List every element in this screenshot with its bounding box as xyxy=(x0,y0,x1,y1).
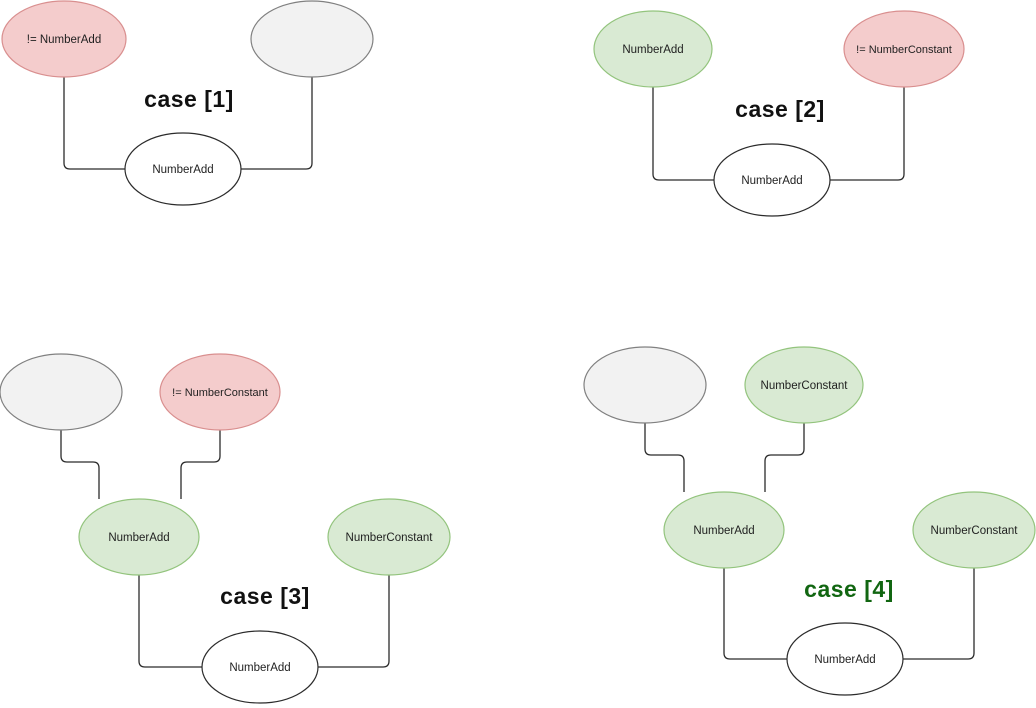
case-4-node-numberconstant-ok-outer-label: NumberConstant xyxy=(931,525,1019,537)
case-3-node-empty-gray-shape[interactable] xyxy=(0,353,123,431)
case-3-node-mismatch-numberconstant-label: != NumberConstant xyxy=(172,387,268,399)
case-4-edge-numberconstant-to-root xyxy=(903,568,975,660)
case-4-node-empty-gray-shape[interactable] xyxy=(583,346,707,424)
case-3-node-numberconstant-ok-shape[interactable] xyxy=(327,498,451,576)
case-2-node-root-numberadd-shape[interactable] xyxy=(713,143,831,217)
case-4-node-root-numberadd-shape[interactable] xyxy=(786,622,904,696)
case-1-node-root-numberadd[interactable]: NumberAdd xyxy=(124,132,242,206)
case-4-node-numberconstant-ok-inner[interactable]: NumberConstant xyxy=(744,346,864,424)
case-3-node-numberconstant-ok-label: NumberConstant xyxy=(346,532,434,544)
case-4-edge-numberadd-to-root xyxy=(723,568,787,660)
case-4-edge-numberconstant-to-numberadd xyxy=(764,423,805,492)
case-4-node-empty-gray[interactable] xyxy=(583,346,707,424)
case-2-title: case [2] xyxy=(735,96,825,122)
case-4-node-numberadd-ok-label: NumberAdd xyxy=(693,525,754,537)
case-4-node-root-numberadd[interactable]: NumberAdd xyxy=(786,622,904,696)
case-1-node-mismatch-numberadd-shape[interactable] xyxy=(1,0,127,78)
case-3-edge-numberconstant-to-root xyxy=(318,575,390,668)
case-3-node-mismatch-numberconstant[interactable]: != NumberConstant xyxy=(159,353,281,431)
case-3-edge-numberadd-to-root xyxy=(138,575,202,668)
case-4-node-numberconstant-ok-outer[interactable]: NumberConstant xyxy=(912,491,1036,569)
case-1-title: case [1] xyxy=(144,86,234,112)
case-2-node-numberadd-ok[interactable]: NumberAdd xyxy=(593,10,713,88)
case-2-edge-left-to-root xyxy=(652,87,714,181)
case-4-edge-gray-to-numberadd xyxy=(644,423,685,492)
case-1-node-empty-gray[interactable] xyxy=(250,0,374,78)
case-1-node-mismatch-numberadd[interactable]: != NumberAdd xyxy=(1,0,127,78)
case-3-node-root-numberadd-shape[interactable] xyxy=(201,630,319,704)
case-1-node-empty-gray-shape[interactable] xyxy=(250,0,374,78)
case-3-node-numberadd-ok[interactable]: NumberAdd xyxy=(78,498,200,576)
case-3-node-empty-gray[interactable] xyxy=(0,353,123,431)
case-2-node-numberadd-ok-label: NumberAdd xyxy=(622,44,683,56)
case-2-node-mismatch-numberconstant-shape[interactable] xyxy=(843,10,965,88)
case-3-edge-red-to-numberadd xyxy=(180,430,221,499)
case-2-node-mismatch-numberconstant-label: != NumberConstant xyxy=(856,44,952,56)
case-3-node-mismatch-numberconstant-shape[interactable] xyxy=(159,353,281,431)
case-3-node-numberadd-ok-label: NumberAdd xyxy=(108,532,169,544)
case-2-node-root-numberadd[interactable]: NumberAdd xyxy=(713,143,831,217)
case-1-edge-right-to-root xyxy=(241,77,313,170)
case-4-title: case [4] xyxy=(804,576,894,602)
case-3-node-root-numberadd-label: NumberAdd xyxy=(229,662,290,674)
case-2-edge-right-to-root xyxy=(830,87,905,181)
case-4-node-numberconstant-ok-inner-shape[interactable] xyxy=(744,346,864,424)
case-4-node-numberconstant-ok-inner-label: NumberConstant xyxy=(761,380,849,392)
case-3-node-numberadd-ok-shape[interactable] xyxy=(78,498,200,576)
case-2-node-numberadd-ok-shape[interactable] xyxy=(593,10,713,88)
case-4-node-numberadd-ok[interactable]: NumberAdd xyxy=(663,491,785,569)
case-2-node-mismatch-numberconstant[interactable]: != NumberConstant xyxy=(843,10,965,88)
case-3-edge-gray-to-numberadd xyxy=(60,430,100,499)
case-4-node-root-numberadd-label: NumberAdd xyxy=(814,654,875,666)
case-3-title: case [3] xyxy=(220,583,310,609)
case-1-node-root-numberadd-shape[interactable] xyxy=(124,132,242,206)
case-1-node-mismatch-numberadd-label: != NumberAdd xyxy=(27,34,101,46)
case-3-node-root-numberadd[interactable]: NumberAdd xyxy=(201,630,319,704)
case-4-node-numberconstant-ok-outer-shape[interactable] xyxy=(912,491,1036,569)
case-2-node-root-numberadd-label: NumberAdd xyxy=(741,175,802,187)
case-1-edge-left-to-root xyxy=(63,77,125,170)
case-1-node-root-numberadd-label: NumberAdd xyxy=(152,164,213,176)
case-4-node-numberadd-ok-shape[interactable] xyxy=(663,491,785,569)
case-2-group: NumberAdd!= NumberConstantNumberAddcase … xyxy=(593,10,965,217)
case-3-node-numberconstant-ok[interactable]: NumberConstant xyxy=(327,498,451,576)
